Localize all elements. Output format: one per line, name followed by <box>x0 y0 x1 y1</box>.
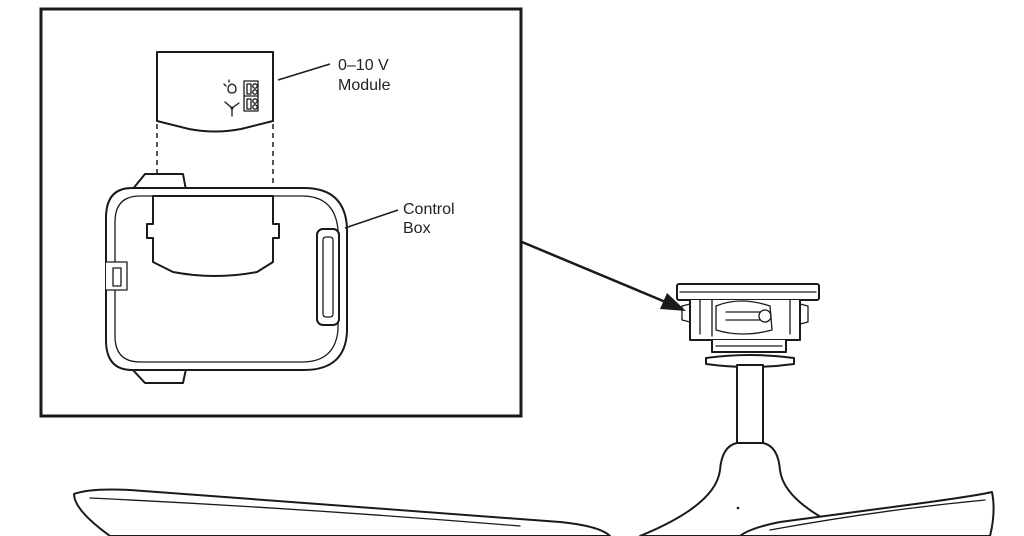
ceiling-fan <box>73 283 995 536</box>
module-label-line2: Module <box>338 77 391 94</box>
control-box-leader-line <box>344 209 399 229</box>
module-leader-line <box>277 63 331 81</box>
control-box-label-line1: Control <box>403 201 455 218</box>
light-bulb-icon <box>223 79 237 94</box>
fan-mounting-bracket <box>676 283 820 353</box>
module-terminal-block <box>243 80 259 112</box>
control-box-label-line2: Box <box>403 220 431 237</box>
fan-icon <box>224 101 240 117</box>
module-card <box>156 51 274 133</box>
fan-motor-housing <box>639 442 861 536</box>
fan-canopy <box>705 354 795 368</box>
module-label-line1: 0–10 V <box>338 57 389 74</box>
fan-downrod <box>736 364 764 444</box>
control-box <box>105 173 348 384</box>
location-arrow <box>521 240 686 311</box>
